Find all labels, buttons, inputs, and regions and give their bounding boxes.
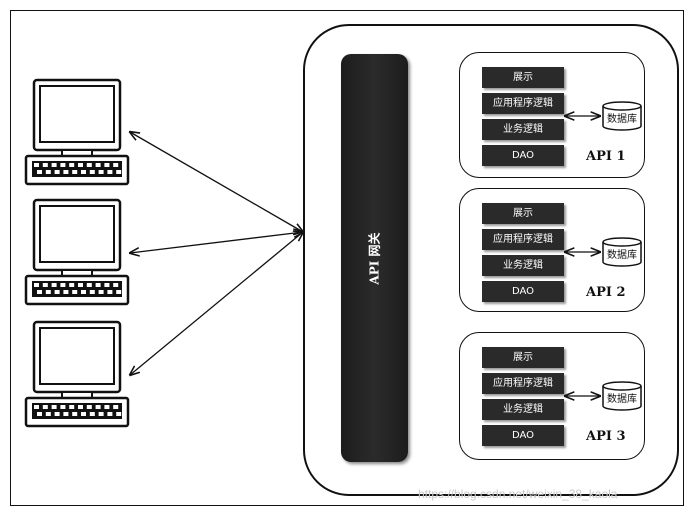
diagram-frame: [10, 10, 684, 506]
service-layer: DAO: [482, 281, 564, 302]
api-service-box: 展示应用程序逻辑业务逻辑 DAO API 1: [459, 52, 645, 178]
api-gateway: API 网关: [341, 54, 408, 462]
service-layer: DAO: [482, 145, 564, 166]
client-connector: [130, 232, 303, 375]
api-gateway-label: API 网关: [367, 231, 382, 285]
api-service-box: 展示应用程序逻辑业务逻辑 DAO API 2: [459, 188, 645, 312]
api-service-name: API 1: [586, 149, 626, 164]
service-layer: 业务逻辑: [482, 255, 564, 276]
service-layer: 应用程序逻辑: [482, 373, 564, 394]
service-layer: 展示: [482, 347, 564, 368]
service-layer: 展示: [482, 67, 564, 88]
service-layer: 业务逻辑: [482, 119, 564, 140]
client-connector: [130, 132, 303, 232]
service-layer: DAO: [482, 425, 564, 446]
api-service-box: 展示应用程序逻辑业务逻辑 DAO API 3: [459, 332, 645, 460]
watermark: https://blog.csdn.net/weixin_38_kaola: [418, 487, 618, 501]
service-layer: 应用程序逻辑: [482, 229, 564, 250]
api-service-name: API 2: [586, 285, 626, 300]
service-layer: 业务逻辑: [482, 399, 564, 420]
service-layer: 应用程序逻辑: [482, 93, 564, 114]
service-layer: 展示: [482, 203, 564, 224]
api-service-name: API 3: [586, 429, 626, 444]
client-connector: [130, 232, 303, 253]
